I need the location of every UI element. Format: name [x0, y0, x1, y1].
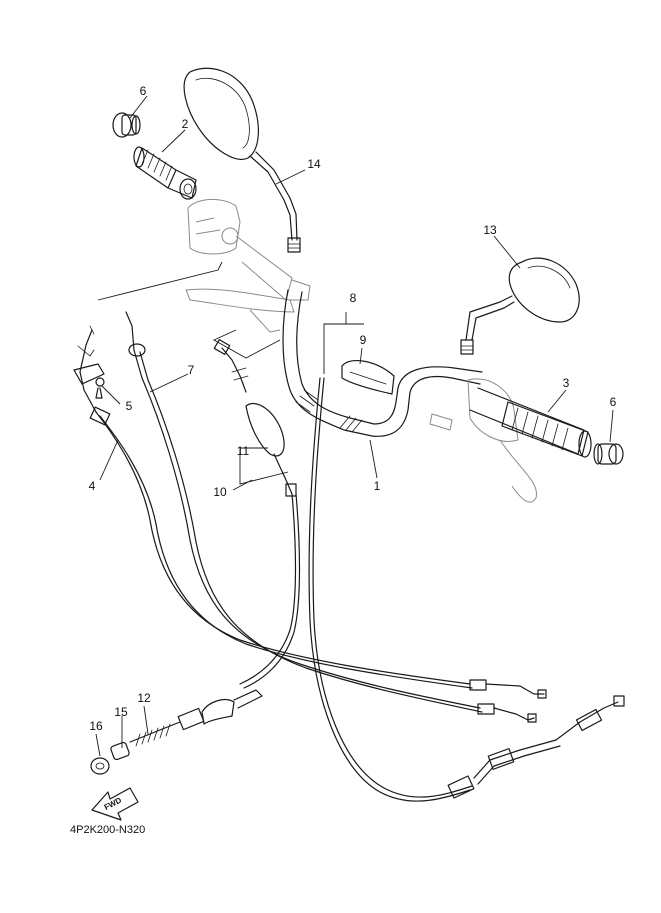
bar-end-weight-9[interactable] [341, 359, 395, 395]
left-lever-housing [185, 199, 311, 333]
callout-14: 14 [307, 157, 321, 171]
callout-4: 4 [89, 479, 96, 493]
callout-11: 11 [237, 444, 250, 458]
throttle-cable-7[interactable] [125, 311, 537, 723]
cable-clamp-5[interactable] [73, 363, 105, 399]
callout-16: 16 [89, 719, 103, 733]
callout-8: 8 [350, 291, 357, 305]
callout-12: 12 [137, 691, 151, 705]
right-grip-3[interactable] [429, 378, 592, 503]
grip-end-left[interactable] [112, 112, 141, 138]
callout-10: 10 [213, 485, 227, 499]
diagram-code: 4P2K200-N320 [70, 824, 145, 836]
callout-3: 3 [563, 376, 570, 390]
long-cable[interactable] [308, 377, 625, 802]
grip-end-right[interactable] [593, 443, 624, 465]
callout-9: 9 [360, 333, 367, 347]
lower-cable-assembly[interactable] [90, 689, 263, 775]
callout-13: 13 [483, 223, 497, 237]
callout-6-left: 6 [140, 84, 147, 98]
mirror-14[interactable] [183, 67, 301, 253]
leader-lines [95, 95, 614, 757]
callout-7: 7 [188, 363, 195, 377]
mirror-13[interactable] [460, 257, 580, 355]
callout-5: 5 [126, 399, 133, 413]
callout-labels: 6 2 14 13 8 9 7 3 6 5 11 1 4 10 12 15 16 [89, 84, 617, 733]
brake-cable-10[interactable] [213, 339, 301, 689]
fwd-arrow-icon: FWD [91, 787, 139, 821]
throttle-cable-4[interactable] [77, 325, 547, 699]
throttle-grip-2[interactable] [133, 146, 197, 200]
callout-2: 2 [182, 117, 189, 131]
handlebar-1[interactable] [282, 289, 483, 437]
callout-1: 1 [374, 479, 381, 493]
callout-15: 15 [114, 705, 128, 719]
callout-6-right: 6 [610, 395, 617, 409]
